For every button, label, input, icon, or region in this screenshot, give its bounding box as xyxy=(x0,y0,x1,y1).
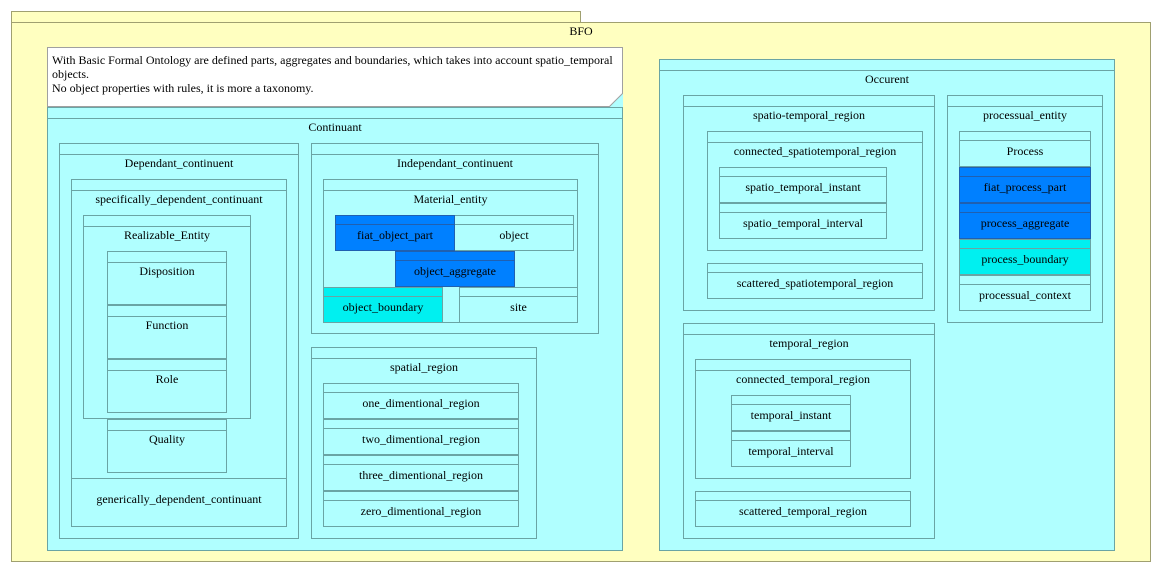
one-dimentional-label: one_dimentional_region xyxy=(362,396,480,410)
temporal-title: temporal_region xyxy=(769,336,849,350)
disposition-label: Disposition xyxy=(139,264,195,278)
class-object-boundary: object_boundary xyxy=(323,287,443,323)
package-title: BFO xyxy=(569,24,593,38)
specifically-title: specifically_dependent_continuant xyxy=(95,192,263,206)
fiat-process-part-label: fiat_process_part xyxy=(983,180,1067,194)
role-label: Role xyxy=(155,372,179,386)
class-role: Role xyxy=(107,359,227,413)
class-object: object xyxy=(454,215,574,251)
class-disposition: Disposition xyxy=(107,251,227,305)
class-site: site xyxy=(459,287,578,323)
class-fiat-process-part: fiat_process_part xyxy=(959,167,1091,203)
class-process-boundary: process_boundary xyxy=(959,239,1091,275)
zero-dimentional-label: zero_dimentional_region xyxy=(360,504,482,518)
spatio-temporal-instant-label: spatio_temporal_instant xyxy=(745,180,861,194)
class-spatio-temporal-instant: spatio_temporal_instant xyxy=(719,167,887,203)
class-process: Process xyxy=(959,131,1091,167)
fiat-object-part-label: fiat_object_part xyxy=(357,228,433,242)
class-scattered-spatiotemporal-region: scattered_spatiotemporal_region xyxy=(707,263,923,299)
class-temporal-instant: temporal_instant xyxy=(731,395,851,431)
class-zero-dimentional-region: zero_dimentional_region xyxy=(323,491,519,527)
class-quality: Quality xyxy=(107,419,227,473)
continuant-title: Continuant xyxy=(308,120,362,134)
class-three-dimentional-region: three_dimentional_region xyxy=(323,455,519,491)
note-fold-icon xyxy=(609,93,623,107)
class-scattered-temporal-region: scattered_temporal_region xyxy=(695,491,911,527)
note: With Basic Formal Ontology are defined p… xyxy=(47,47,623,107)
site-label: site xyxy=(510,300,527,314)
object-boundary-label: object_boundary xyxy=(342,300,424,314)
class-function: Function xyxy=(107,305,227,359)
class-temporal-interval: temporal_interval xyxy=(731,431,851,467)
temporal-instant-label: temporal_instant xyxy=(750,408,832,422)
quality-label: Quality xyxy=(149,432,185,446)
dependant-title: Dependant_continuent xyxy=(124,156,234,170)
class-two-dimentional-region: two_dimentional_region xyxy=(323,419,519,455)
connected-temporal-title: connected_temporal_region xyxy=(736,372,870,386)
two-dimentional-label: two_dimentional_region xyxy=(362,432,480,446)
material-title: Material_entity xyxy=(413,192,488,206)
scattered-temporal-label: scattered_temporal_region xyxy=(739,504,867,518)
class-fiat-object-part: fiat_object_part xyxy=(335,215,455,251)
object-label: object xyxy=(499,228,529,242)
spatio-temporal-interval-label: spatio_temporal_interval xyxy=(743,216,863,230)
note-line-2: objects. xyxy=(52,67,89,81)
class-object-aggregate: object_aggregate xyxy=(395,251,515,287)
note-line-1: With Basic Formal Ontology are defined p… xyxy=(52,53,613,67)
processual-title: processual_entity xyxy=(983,108,1067,122)
class-one-dimentional-region: one_dimentional_region xyxy=(323,383,519,419)
process-boundary-label: process_boundary xyxy=(981,252,1069,266)
three-dimentional-label: three_dimentional_region xyxy=(359,468,483,482)
scattered-spatiotemporal-label: scattered_spatiotemporal_region xyxy=(736,276,894,290)
function-label: Function xyxy=(145,318,189,332)
spatial-title: spatial_region xyxy=(390,360,458,374)
object-aggregate-label: object_aggregate xyxy=(414,264,496,278)
generically-label: generically_dependent_continuant xyxy=(96,492,262,506)
note-text: With Basic Formal Ontology are defined p… xyxy=(52,53,613,95)
processual-context-label: processual_context xyxy=(979,288,1071,302)
class-processual-context: processual_context xyxy=(959,275,1091,311)
independant-title: Independant_continuent xyxy=(397,156,513,170)
note-line-3: No object properties with rules, it is m… xyxy=(52,81,314,95)
realizable-title: Realizable_Entity xyxy=(124,228,210,242)
class-process-aggregate: process_aggregate xyxy=(959,203,1091,239)
process-label: Process xyxy=(1006,144,1044,158)
spatio-temporal-title: spatio-temporal_region xyxy=(753,108,865,122)
class-spatio-temporal-interval: spatio_temporal_interval xyxy=(719,203,887,239)
temporal-interval-label: temporal_interval xyxy=(748,444,834,458)
process-aggregate-label: process_aggregate xyxy=(980,216,1070,230)
occurent-title: Occurent xyxy=(865,72,909,86)
connected-spatiotemporal-title: connected_spatiotemporal_region xyxy=(733,144,897,158)
